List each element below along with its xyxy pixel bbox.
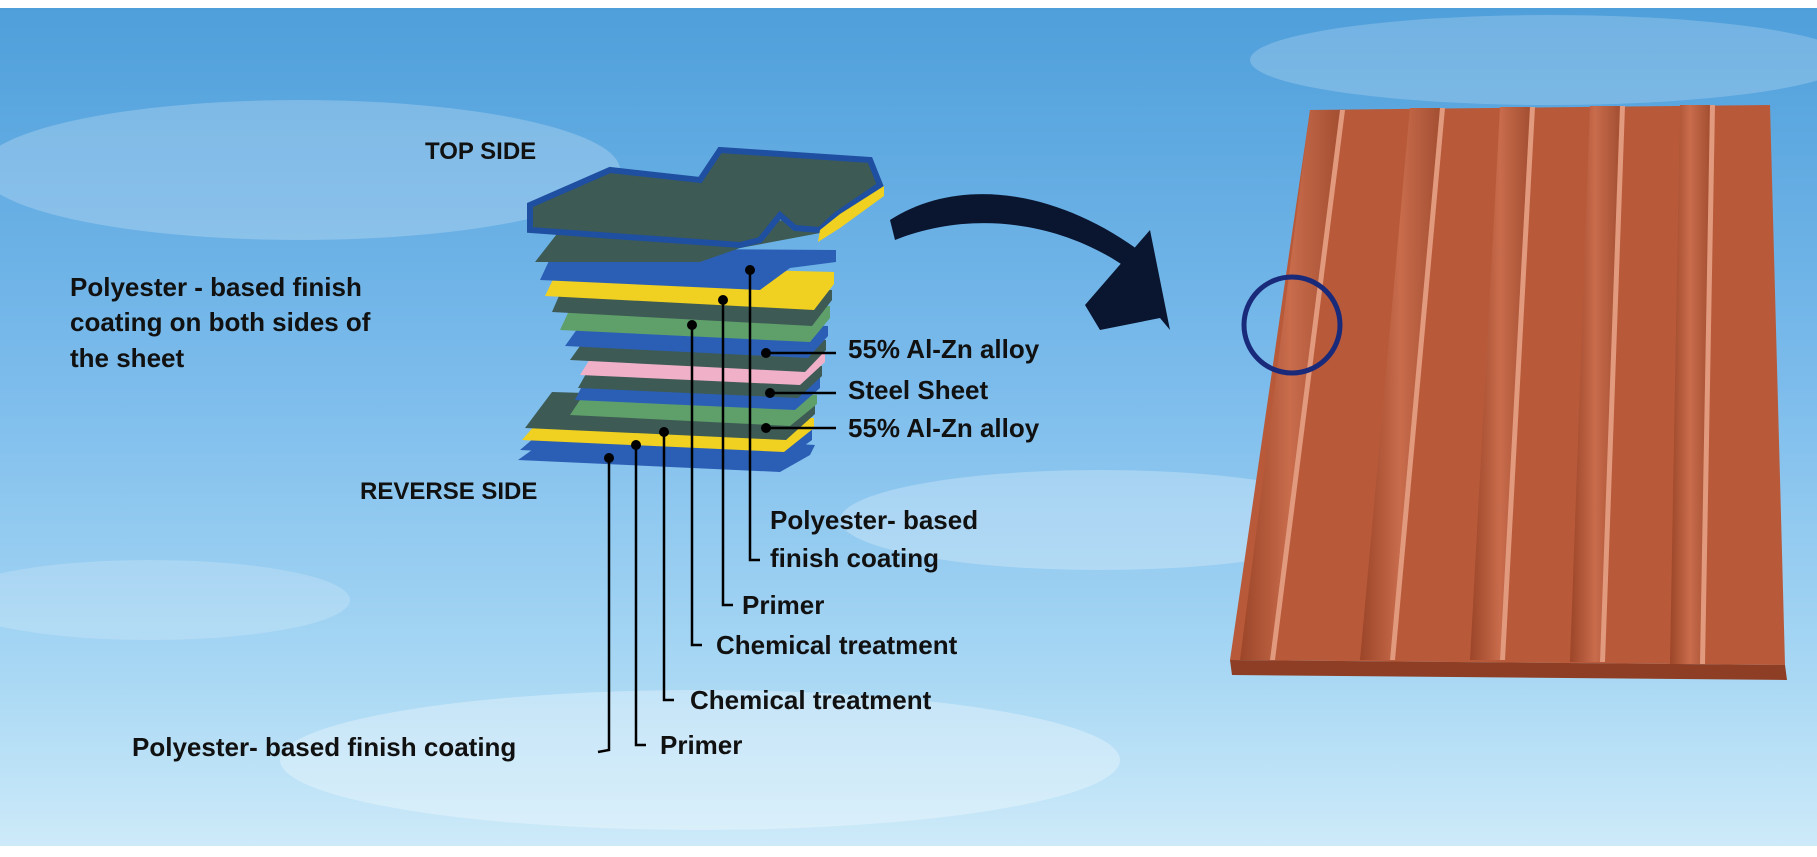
cloud: [840, 470, 1360, 570]
curved-arrow: [890, 194, 1145, 270]
leader-top-finish: [748, 270, 760, 562]
bottom-primer-label: Primer: [660, 730, 743, 760]
cloud: [280, 690, 1120, 830]
bottom-finish-label: Polyester- based finish coating: [132, 732, 517, 762]
intro-line-3: the sheet: [70, 343, 185, 373]
leader-bottom-primer: [634, 445, 646, 747]
leader-bottom-chemical: [662, 432, 674, 702]
intro-line-2: coating on both sides of: [70, 307, 371, 337]
steel-sheet-label: Steel Sheet: [848, 375, 989, 405]
top-finish-label-line-1: Polyester- based: [770, 505, 979, 535]
leader-top-primer: [721, 300, 733, 607]
top-side-label: TOP SIDE: [425, 138, 537, 165]
intro-line-1: Polyester - based finish: [70, 272, 362, 302]
top-chemical-label: Chemical treatment: [716, 630, 958, 660]
detail-circle: [1241, 274, 1343, 376]
leader-top-chemical: [690, 325, 702, 647]
leader-bottom-finish: [597, 458, 611, 754]
cloud: [0, 560, 350, 640]
roof-sheet: [1230, 105, 1787, 680]
alloy-bottom-label: 55% Al-Zn alloy: [848, 413, 1040, 443]
cloud: [1250, 15, 1817, 105]
layer-stack: [518, 146, 884, 472]
leader-dots: [604, 265, 775, 463]
top-finish-label-line-2: finish coating: [770, 543, 939, 573]
cloud: [0, 100, 620, 240]
bottom-chemical-label: Chemical treatment: [690, 685, 932, 715]
leader-lines: [597, 270, 836, 754]
arrow-head-icon: [1085, 230, 1170, 330]
alloy-top-label: 55% Al-Zn alloy: [848, 334, 1040, 364]
reverse-side-label: REVERSE SIDE: [360, 478, 538, 505]
top-primer-label: Primer: [742, 590, 825, 620]
